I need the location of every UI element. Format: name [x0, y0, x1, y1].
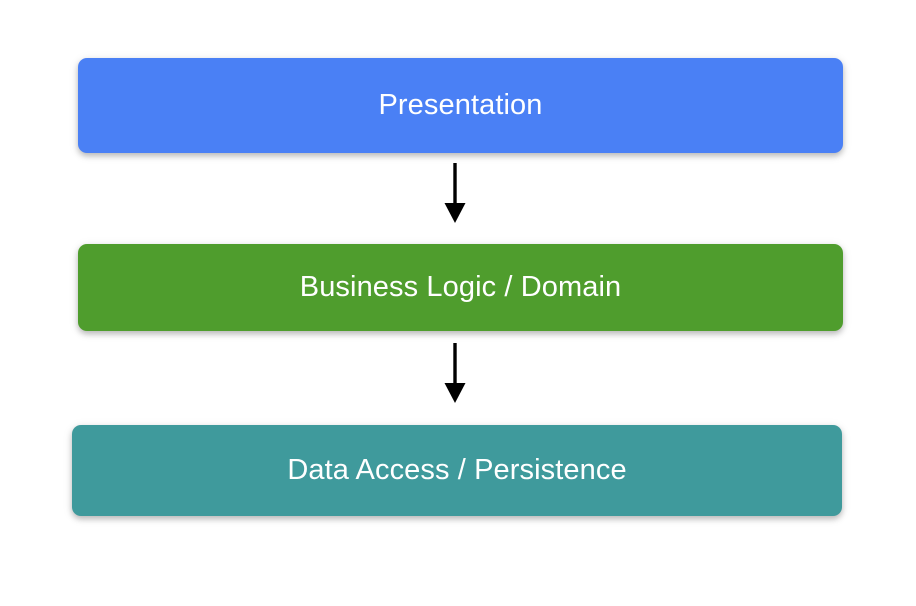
layer-box-data-access[interactable]: Data Access / Persistence: [72, 425, 842, 516]
layer-box-presentation[interactable]: Presentation: [78, 58, 843, 153]
layer-box-business-logic[interactable]: Business Logic / Domain: [78, 244, 843, 331]
layer-label-data-access: Data Access / Persistence: [287, 454, 627, 486]
arrow-presentation-to-business-icon: [444, 163, 466, 223]
layer-label-business-logic: Business Logic / Domain: [299, 271, 622, 303]
layer-label-presentation: Presentation: [378, 89, 543, 121]
arrow-business-to-data-icon: [444, 343, 466, 403]
